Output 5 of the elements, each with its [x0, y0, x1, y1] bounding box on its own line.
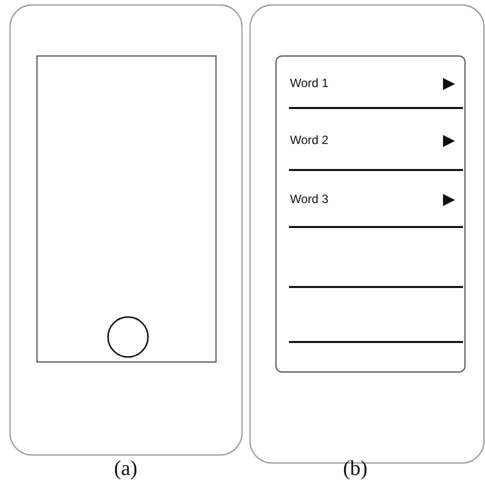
- figure-caption: (b): [343, 456, 368, 481]
- list-item-text: Word 1: [290, 76, 328, 90]
- list-item-text: Word 2: [290, 133, 328, 147]
- list-item-text: Word 3: [290, 192, 328, 206]
- figure-caption: (a): [114, 456, 138, 481]
